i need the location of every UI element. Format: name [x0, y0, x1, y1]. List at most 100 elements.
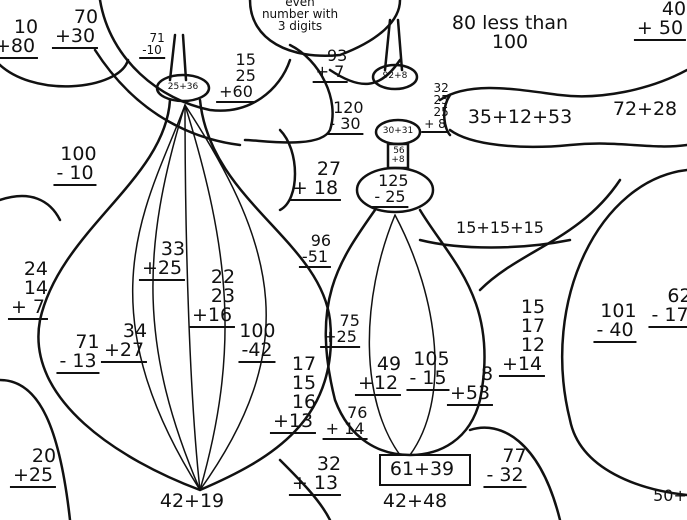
- problem: 25+36: [167, 82, 199, 92]
- problem: 15+15+15: [456, 218, 544, 237]
- operand: +60: [216, 84, 256, 103]
- problem: 20+25: [9, 447, 57, 488]
- problem: 10+80: [0, 18, 39, 59]
- problem: 100-42: [238, 322, 276, 363]
- operand: +25: [138, 259, 186, 281]
- problem: 49+12: [354, 355, 402, 396]
- operand: 33: [160, 238, 186, 260]
- problem: 71- 13: [56, 331, 100, 374]
- problem: 35+12+53: [467, 106, 573, 128]
- operand: +53: [446, 384, 494, 406]
- operand: 17: [520, 315, 546, 337]
- problem: 96-51: [298, 231, 332, 268]
- text-line: 100: [491, 31, 529, 53]
- problem: 120- 30: [326, 98, 364, 135]
- operand: - 32: [483, 466, 527, 488]
- operand: -10: [139, 44, 165, 59]
- operand: +12: [354, 374, 402, 396]
- operand: 125: [378, 171, 409, 190]
- problem: 40+ 50: [633, 0, 687, 41]
- operand: 62: [667, 285, 687, 307]
- problem: 92+8: [382, 71, 408, 81]
- operand: +8: [391, 155, 405, 165]
- operand: +30: [51, 27, 99, 49]
- operand: + 14: [322, 421, 368, 440]
- operand: 101: [600, 300, 637, 322]
- problem: 30+31: [382, 126, 414, 136]
- operand: 25: [235, 66, 256, 85]
- operand: 71: [75, 331, 100, 353]
- operand: 15: [235, 50, 256, 69]
- problem: 33+25: [138, 238, 186, 281]
- operand: +14: [498, 355, 546, 377]
- operand: 32: [433, 81, 449, 95]
- operand: 100: [60, 143, 97, 165]
- operand: +13: [269, 412, 317, 434]
- operand: + 18: [288, 179, 342, 201]
- problem: 32+ 13: [288, 455, 342, 496]
- operand: 17: [291, 353, 317, 375]
- operand: +25: [320, 329, 360, 348]
- operand: 70: [73, 6, 99, 28]
- problem: 77- 32: [483, 445, 527, 488]
- operand: + 7: [7, 298, 49, 320]
- operand: -51: [298, 249, 332, 268]
- operand: 96: [310, 231, 332, 250]
- problem: 71-10: [139, 32, 165, 59]
- operand: 34: [122, 320, 148, 342]
- problem: 56+8: [391, 147, 404, 165]
- operand: + 13: [288, 474, 342, 496]
- operand: +27: [100, 341, 148, 363]
- operand: 16: [291, 391, 317, 413]
- operand: +25: [9, 466, 57, 488]
- problem: 76+ 14: [322, 403, 368, 440]
- operand: - 10: [53, 164, 97, 186]
- operand: 25: [433, 93, 449, 107]
- problem: 34+27: [100, 320, 148, 363]
- operand: 76: [347, 403, 368, 422]
- operand: 27: [316, 158, 342, 180]
- operand: + 7: [312, 64, 348, 83]
- problem: 27+ 18: [288, 158, 342, 201]
- operand: 25: [433, 105, 449, 119]
- operand: 56: [393, 146, 405, 156]
- operand: +80: [0, 37, 39, 59]
- operand: 77: [502, 445, 527, 467]
- problem: 75+25: [320, 313, 360, 348]
- operand: - 25: [371, 189, 409, 208]
- operand: 75: [339, 311, 360, 330]
- operand: 24: [23, 258, 49, 280]
- operand: 15: [291, 372, 317, 394]
- operand: 14: [23, 277, 49, 299]
- operand: 15: [520, 296, 546, 318]
- problem: 101- 40: [593, 300, 637, 343]
- operand: +16: [188, 306, 236, 328]
- problem: 125- 25: [371, 171, 409, 208]
- problem: 72+28: [612, 98, 678, 120]
- text-line: number with: [261, 7, 339, 21]
- operand: + 50: [633, 19, 687, 41]
- problem: 93+ 7: [312, 46, 348, 83]
- problem: 105- 15: [406, 348, 450, 391]
- operand: 120: [333, 98, 364, 117]
- problem: 70+30: [51, 6, 99, 49]
- problem: 42+19: [159, 490, 225, 512]
- problem: 61+39: [389, 458, 455, 480]
- operand: 93: [326, 46, 348, 65]
- operand: 22: [210, 266, 236, 288]
- operand: - 40: [593, 321, 637, 343]
- operand: 8: [480, 363, 494, 385]
- operand: 71: [149, 31, 165, 45]
- operand: 105: [413, 348, 450, 370]
- operand: - 13: [56, 352, 100, 374]
- operand: 23: [210, 285, 236, 307]
